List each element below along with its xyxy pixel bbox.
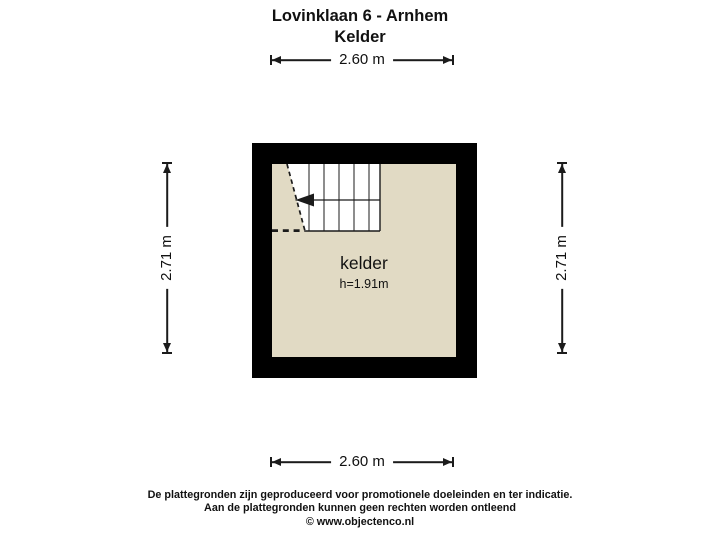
- dimension-label-bottom: 2.60 m: [331, 451, 393, 473]
- disclaimer-footer: De plattegronden zijn geproduceerd voor …: [0, 489, 720, 529]
- disclaimer-line-2: Aan de plattegronden kunnen geen rechten…: [204, 502, 516, 515]
- copyright-line: © www.objectenco.nl: [305, 515, 415, 528]
- dimension-end-tick: [270, 457, 272, 467]
- building-outline: kelder h=1.91m: [252, 143, 477, 378]
- room-label-group: kelder h=1.91m: [272, 253, 456, 292]
- dimension-end-tick: [162, 162, 172, 164]
- dimension-left: 2.71 m: [156, 162, 178, 354]
- dimension-end-tick: [452, 55, 454, 65]
- dimension-top: 2.60 m: [270, 49, 454, 71]
- room-name-label: kelder: [340, 253, 388, 273]
- stair-headroom-dashed-line: [286, 164, 306, 232]
- arrowhead-down-icon: [163, 343, 171, 352]
- dimension-label-top: 2.60 m: [331, 49, 393, 71]
- stair-direction-arrow-icon: [295, 193, 314, 207]
- page-title: Lovinklaan 6 - Arnhem: [271, 7, 449, 25]
- dimension-end-tick: [452, 457, 454, 467]
- dimension-end-tick: [270, 55, 272, 65]
- dimension-end-tick: [557, 162, 567, 164]
- floor-subtitle: Kelder: [334, 28, 386, 46]
- dimension-bottom: 2.60 m: [270, 451, 454, 473]
- room-ceiling-height-label: h=1.91m: [339, 277, 389, 291]
- dimension-end-tick: [557, 352, 567, 354]
- dimension-end-tick: [162, 352, 172, 354]
- arrowhead-down-icon: [558, 343, 566, 352]
- page-header: Lovinklaan 6 - Arnhem Kelder: [0, 6, 720, 48]
- dimension-right: 2.71 m: [551, 162, 573, 354]
- disclaimer-line-1: De plattegronden zijn geproduceerd voor …: [147, 489, 573, 501]
- arrowhead-right-icon: [443, 458, 452, 466]
- staircase: [272, 164, 381, 232]
- dimension-label-left: 2.71 m: [156, 227, 178, 289]
- dimension-label-right: 2.71 m: [551, 227, 573, 289]
- staircase-body: [287, 164, 380, 231]
- arrowhead-right-icon: [443, 56, 452, 64]
